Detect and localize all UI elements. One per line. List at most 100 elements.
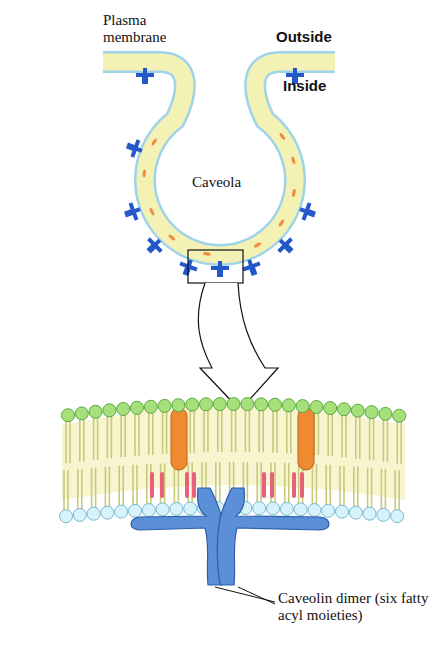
lipid-tail (353, 467, 355, 507)
lipid-head (103, 404, 116, 417)
lipid-tail (343, 466, 345, 506)
lipid-head (336, 505, 349, 518)
cholesterol-mark (291, 156, 296, 165)
lipid-tail (118, 466, 120, 506)
lipid-tail (122, 466, 124, 506)
lipid-tail (164, 463, 166, 503)
caveolin-icon-shape (122, 201, 143, 223)
caveolin-icon-shape (241, 257, 263, 278)
lipid-head (253, 502, 266, 515)
cholesterol-mark (279, 132, 286, 140)
lipid-tail (124, 415, 126, 457)
lipid-tail (381, 469, 383, 509)
cholesterol-mark (168, 234, 176, 242)
caveolin-icon-shape (274, 234, 298, 258)
lipid-head (131, 401, 144, 414)
caveolin-icon-shape (211, 261, 229, 277)
cholesterol-mark (278, 219, 285, 227)
lipid-tail (249, 410, 251, 452)
lipid-tail (235, 410, 237, 452)
caveolin-dimer (131, 488, 329, 585)
lipid-tail (162, 412, 164, 454)
lipid-head (129, 504, 142, 517)
lipid-head (241, 398, 254, 411)
lipid-tail (146, 464, 148, 504)
lipid-tail (345, 415, 347, 457)
lipid-head (73, 508, 86, 521)
caveolin-icon (241, 257, 263, 278)
caveolin-icon-shape (124, 137, 145, 159)
lipid-tail (189, 411, 191, 453)
lipid-tail (329, 465, 331, 505)
lipid-tail (256, 462, 258, 502)
lipid-head (101, 506, 114, 519)
structure-label: Caveola (192, 174, 262, 191)
lipid-head (213, 398, 226, 411)
lipid-tail (217, 410, 219, 452)
lipid-tail (357, 467, 359, 507)
cholesterol-mark (292, 189, 297, 197)
caveolin-icon (142, 234, 166, 258)
lipid-tail (290, 411, 292, 453)
caveolin-icon-shape (297, 201, 318, 223)
lipid-head (227, 398, 240, 411)
fatty-acyl-chain (185, 472, 189, 498)
lipid-head (377, 508, 390, 521)
lipid-head (324, 402, 337, 415)
fatty-acyl-chain (160, 472, 164, 498)
caveolin-icons (122, 68, 318, 278)
lipid-head (308, 504, 321, 517)
lipid-tail (396, 422, 398, 464)
side-label: Outside (276, 28, 356, 45)
lipid-tail (247, 462, 249, 502)
lipid-tail (383, 420, 385, 462)
fatty-acyl-chain (300, 472, 304, 498)
lipid-tail (327, 414, 329, 456)
cholesterol-mark (149, 207, 155, 216)
lipid-tail (63, 470, 65, 510)
lipid-tail (91, 468, 93, 508)
lipid-tail (109, 467, 111, 507)
cholesterol-mark (203, 252, 211, 257)
fatty-acyl-chain (192, 472, 196, 498)
lipid-head (184, 502, 197, 515)
lipid-tail (193, 411, 195, 453)
cholesterol-mark (142, 169, 146, 177)
lipid-tail (111, 416, 113, 458)
fatty-acyl-chain (150, 472, 154, 498)
lipid-head (156, 503, 169, 516)
lipid-head (170, 502, 183, 515)
leader-line (238, 587, 275, 604)
lipid-tail (105, 467, 107, 507)
lipid-tail (286, 411, 288, 453)
lipid-tail (341, 415, 343, 457)
lipid-head (310, 400, 323, 413)
caveolin-icon (274, 234, 298, 258)
lipid-tail (400, 422, 402, 464)
lipid-head (142, 504, 155, 517)
lipid-tail (331, 414, 333, 456)
lipid-head (269, 398, 282, 411)
lipid-tail (203, 410, 205, 452)
lipid-tail (373, 418, 375, 460)
cholesterol-marks (142, 132, 296, 256)
caveolin-icon (122, 201, 143, 223)
lipid-tail (67, 470, 69, 510)
lipid-tail (221, 410, 223, 452)
lipid-tail (132, 465, 134, 505)
lipid-head (280, 502, 293, 515)
caveolin-icon-shape (142, 234, 166, 258)
lipid-tail (69, 421, 71, 463)
lipid-tail (231, 410, 233, 452)
protein-label: Caveolin dimer (six fatty acyl moieties) (278, 590, 438, 625)
membrane-label: Plasma membrane (103, 12, 193, 47)
lipid-head (158, 399, 171, 412)
fatty-acyl-chain (270, 472, 274, 498)
lipid-tail (81, 469, 83, 509)
lipid-head (186, 398, 199, 411)
lipid-head (393, 409, 406, 422)
lipid-head (349, 506, 362, 519)
lipid-head (117, 402, 130, 415)
lipid-tail (316, 464, 318, 504)
